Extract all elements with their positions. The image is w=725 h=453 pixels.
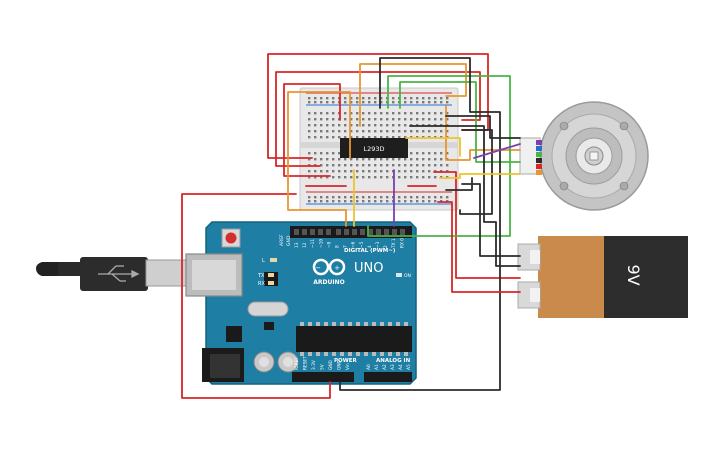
battery-9v: 9V xyxy=(517,236,688,318)
usb-symbol-icon xyxy=(98,265,140,282)
wire-black xyxy=(459,129,493,215)
breadboard: L293D xyxy=(299,87,459,211)
wire-red xyxy=(283,83,341,177)
wire-red xyxy=(433,171,521,279)
digital-pwm-label: DIGITAL (PWM~) xyxy=(344,248,396,254)
rx-label: RX xyxy=(258,281,265,287)
led-l-label: L xyxy=(262,258,265,264)
svg-text:+: + xyxy=(334,264,340,272)
digital-pin-label: ~11 xyxy=(310,239,316,248)
analog-pin-label: A2 xyxy=(382,364,388,370)
l293d-label: L293D xyxy=(363,145,384,153)
usb-cable-icon xyxy=(36,257,187,291)
motor-icon xyxy=(519,101,649,211)
digital-pin-label: ~5 xyxy=(359,241,365,248)
wire-purple xyxy=(473,143,521,159)
wire-red xyxy=(181,193,331,399)
l293d-chip xyxy=(340,138,408,158)
wire-black xyxy=(445,177,473,191)
digital-pin-label: RX 0 xyxy=(399,238,405,248)
tx-label: TX xyxy=(257,273,265,279)
wire-orange xyxy=(287,91,351,227)
power-pin-label: 5V xyxy=(320,364,326,370)
atmega-chip xyxy=(296,326,412,352)
digital-pin-label: TX 1 xyxy=(391,238,397,249)
digital-pin-label: 2 xyxy=(383,245,389,248)
power-pin-label: Vin xyxy=(345,363,351,370)
svg-text:−: − xyxy=(315,264,321,272)
digital-pin-label: ~6 xyxy=(351,241,357,248)
power-pin-label: 3.3V xyxy=(311,360,317,370)
uno-logo-text: UNO xyxy=(354,261,383,276)
digital-pin-label: 7 xyxy=(343,245,349,248)
arduino-brand-text: ARDUINO xyxy=(313,279,344,286)
analog-pin-label: A3 xyxy=(390,364,396,370)
wire-battery-positive xyxy=(461,183,521,257)
wire-green xyxy=(367,75,511,237)
wire-yellow xyxy=(405,137,461,157)
analog-pin-label: A4 xyxy=(398,364,404,370)
digital-pin-label: ~10 xyxy=(318,239,324,248)
digital-pin-label: ~3 xyxy=(375,241,381,248)
power-pin-label: IOREF xyxy=(294,357,300,370)
power-pin-label: GND xyxy=(328,359,334,370)
wire-green xyxy=(399,81,521,163)
wire-orange xyxy=(359,63,467,127)
on-led-label: ON xyxy=(404,273,411,279)
digital-pin-label: ~9 xyxy=(326,241,332,248)
battery-label: 9V xyxy=(624,264,643,285)
power-pin-label: GND xyxy=(337,359,343,370)
digital-pin-label: 13 xyxy=(294,242,300,248)
infinity-logo-icon xyxy=(312,258,346,276)
wire-black xyxy=(339,57,501,391)
wire-yellow xyxy=(439,173,521,179)
wire-black xyxy=(409,125,521,267)
power-header xyxy=(292,372,354,382)
digital-pin-label: 8 xyxy=(335,245,341,248)
analog-pin-label: A0 xyxy=(366,364,372,370)
analog-header xyxy=(364,372,412,382)
power-label: POWER xyxy=(334,358,358,364)
analog-pin-label: A1 xyxy=(374,364,380,370)
wire-battery-negative xyxy=(437,201,521,293)
digital-pin-label: 4 xyxy=(367,245,373,248)
aref-label: AREF xyxy=(279,234,285,246)
wires xyxy=(181,53,521,399)
on-led xyxy=(396,273,402,277)
analog-in-label: ANALOG IN xyxy=(376,358,411,364)
reset-button[interactable] xyxy=(225,232,237,244)
arduino-uno-board: − + UNO ARDUINO DIGITAL (PWM~) ON POWER … xyxy=(185,221,417,385)
analog-pin-label: A5 xyxy=(406,364,412,370)
power-pin-label: RESET xyxy=(303,356,309,370)
digital-pin-label: 12 xyxy=(302,242,308,248)
gnd-label: GND xyxy=(286,235,292,246)
wire-black xyxy=(445,115,521,139)
wire-orange xyxy=(445,105,521,161)
